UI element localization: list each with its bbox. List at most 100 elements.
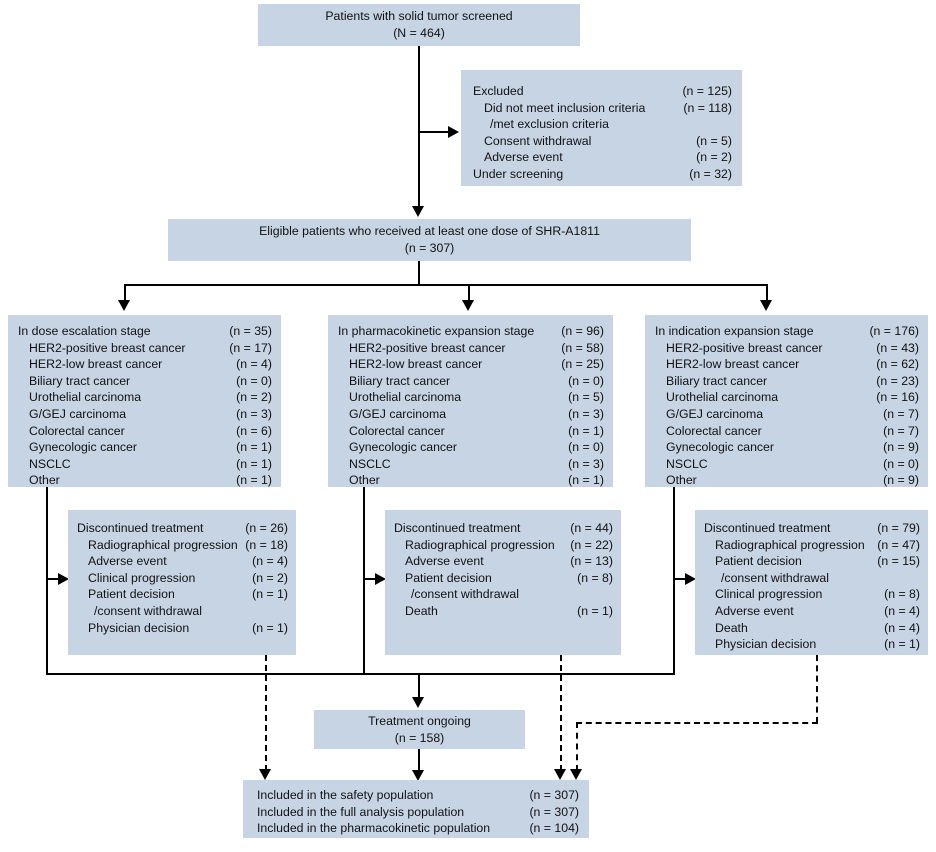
stage-1-row-count: (n = 1) bbox=[568, 423, 604, 438]
disc-2-row-count: (n = 79) bbox=[877, 521, 920, 535]
disc-1-row: Death(n = 1) bbox=[394, 603, 613, 620]
disc-0-row-count: (n = 26) bbox=[245, 521, 288, 535]
box-discontinued-indication-expansion: Discontinued treatment(n = 79)Radiograph… bbox=[695, 510, 928, 655]
disc-2-row-count: (n = 4) bbox=[884, 620, 920, 635]
disc-0-row-label: Adverse event bbox=[88, 554, 167, 569]
disc-0-row-count: (n = 4) bbox=[252, 554, 288, 569]
stage-2-row-count: (n = 9) bbox=[883, 440, 919, 455]
stage-1-row: Colorectal cancer (n = 1) bbox=[338, 423, 604, 440]
dashed-disc-2-to-populations bbox=[560, 655, 562, 771]
disc-1-row: Discontinued treatment(n = 44) bbox=[394, 520, 613, 537]
disc-0-row-label: Physician decision bbox=[88, 620, 190, 635]
connector-stage-3-to-discontinued bbox=[673, 578, 689, 580]
disc-2-row-label: Death bbox=[715, 620, 748, 635]
excluded-row-label: Did not meet inclusion criteria bbox=[484, 100, 646, 115]
disc-0-row-label: Clinical progression bbox=[88, 570, 196, 585]
arrowhead-discontinued-3 bbox=[685, 573, 696, 585]
stage-1-row-count: (n = 0) bbox=[568, 440, 604, 455]
stage-0-row-label: Urothelial carcinoma bbox=[29, 390, 142, 405]
disc-2-row: Death (n = 4) bbox=[704, 620, 920, 637]
stage-2-row: HER2-low breast cancer(n = 62) bbox=[655, 356, 919, 373]
excluded-row-label: Excluded bbox=[473, 84, 524, 98]
disc-2-row: Physician decision(n = 1) bbox=[704, 636, 920, 653]
disc-0-row: Adverse event (n = 4) bbox=[77, 553, 288, 570]
stage-1-row: Urothelial carcinoma(n = 5) bbox=[338, 389, 604, 406]
stage-0-row-count: (n = 1) bbox=[236, 440, 272, 455]
stage-0-row-label: Gynecologic cancer bbox=[29, 440, 137, 455]
stage-0-row: Other(n = 1) bbox=[18, 472, 272, 489]
ongoing-title: Treatment ongoing bbox=[368, 713, 471, 728]
arrowhead-eligible bbox=[412, 206, 424, 217]
populations-row-label: Included in the safety population bbox=[257, 788, 434, 802]
excluded-row: /met exclusion criteria bbox=[473, 116, 732, 133]
stage-0-row: NSCLC(n = 1) bbox=[18, 456, 272, 473]
stage-0-row: HER2-low breast cancer(n = 4) bbox=[18, 356, 272, 373]
disc-1-row-count: (n = 1) bbox=[577, 603, 613, 618]
disc-2-row-count: (n = 47) bbox=[877, 537, 920, 552]
box-stage-indication-expansion: In indication expansion stage(n = 176)HE… bbox=[645, 315, 928, 487]
disc-1-row-count: (n = 22) bbox=[570, 537, 613, 552]
dashed-disc-1-to-populations bbox=[265, 655, 267, 771]
disc-1-rows: Discontinued treatment(n = 44)Radiograph… bbox=[394, 520, 613, 620]
stage-2-row: Other(n = 9) bbox=[655, 472, 919, 489]
disc-0-row-label: /consent withdrawal bbox=[94, 603, 202, 618]
spine-stage-1 bbox=[46, 487, 48, 675]
stage-0-row: HER2-positive breast cancer(n = 17) bbox=[18, 340, 272, 357]
connector-screened-to-eligible bbox=[418, 46, 420, 210]
stage-2-row-label: Colorectal cancer bbox=[666, 423, 762, 438]
arrowhead-stage-3 bbox=[760, 300, 772, 311]
stage-0-row: Colorectal cancer(n = 6) bbox=[18, 423, 272, 440]
stage-1-row: NSCLC(n = 3) bbox=[338, 456, 604, 473]
disc-0-row-label: Patient decision bbox=[88, 587, 175, 602]
arrowhead-stage-2 bbox=[462, 300, 474, 311]
arrowhead-populations-dashed-1 bbox=[259, 769, 271, 780]
stage-1-row-count: (n = 5) bbox=[568, 390, 604, 405]
stage-0-row-label: NSCLC bbox=[29, 456, 71, 471]
box-stage-pharmacokinetic-expansion: In pharmacokinetic expansion stage(n = 9… bbox=[328, 315, 613, 487]
disc-2-row-label: Clinical progression bbox=[715, 587, 823, 602]
excluded-row-count: (n = 5) bbox=[696, 133, 732, 148]
arrowhead-populations-dashed-2 bbox=[554, 769, 566, 780]
stage-0-row-label: G/GEJ carcinoma bbox=[29, 406, 127, 421]
box-populations: Included in the safety population (n = 30… bbox=[243, 780, 589, 838]
excluded-row-label: Adverse event bbox=[484, 150, 563, 165]
box-eligible: Eligible patients who received at least … bbox=[168, 219, 691, 261]
stage-2-row: Biliary tract cancer(n = 23) bbox=[655, 373, 919, 390]
stage-1-row: HER2-positive breast cancer(n = 58) bbox=[338, 340, 604, 357]
stage-2-row: Colorectal cancer(n = 7) bbox=[655, 423, 919, 440]
stage-2-row: Urothelial carcinoma(n = 16) bbox=[655, 389, 919, 406]
disc-1-row-label: Patient decision bbox=[405, 570, 492, 585]
disc-2-row-label: /consent withdrawal bbox=[721, 570, 829, 585]
populations-row-label: Included in the full analysis population bbox=[257, 804, 465, 819]
stage-1-row-label: Colorectal cancer bbox=[349, 423, 445, 438]
populations-row-label: Included in the pharmacokinetic populati… bbox=[257, 821, 491, 836]
arrowhead-discontinued-1 bbox=[58, 573, 69, 585]
stage-0-row-count: (n = 6) bbox=[236, 423, 272, 438]
disc-2-row-count: (n = 15) bbox=[877, 554, 920, 569]
disc-2-row-label: Adverse event bbox=[715, 603, 794, 618]
dashed-disc-3-to-populations bbox=[576, 722, 578, 771]
excluded-row: Consent withdrawal (n = 5) bbox=[473, 133, 732, 150]
connector-to-excluded bbox=[418, 131, 450, 133]
stage-0-row-label: HER2-low breast cancer bbox=[29, 357, 163, 372]
stage-1-row-count: (n = 1) bbox=[568, 473, 604, 488]
populations-row: Included in the pharmacokinetic populati… bbox=[257, 820, 579, 837]
populations-row-count: (n = 307) bbox=[529, 788, 579, 802]
disc-2-row: Discontinued treatment(n = 79) bbox=[704, 520, 920, 537]
disc-2-rows: Discontinued treatment(n = 79)Radiograph… bbox=[704, 520, 920, 653]
stage-0-row: Gynecologic cancer (n = 1) bbox=[18, 439, 272, 456]
stage-0-row-count: (n = 1) bbox=[236, 473, 272, 488]
disc-2-row: Patient decision (n = 15) bbox=[704, 553, 920, 570]
stage-1-rows: In pharmacokinetic expansion stage(n = 9… bbox=[338, 323, 604, 489]
stage-0-row: In dose escalation stage(n = 35) bbox=[18, 323, 272, 340]
excluded-row-label: Consent withdrawal bbox=[484, 133, 592, 148]
disc-2-row-label: Patient decision bbox=[715, 554, 802, 569]
populations-row-count: (n = 104) bbox=[529, 821, 579, 836]
disc-2-row: Clinical progression(n = 8) bbox=[704, 586, 920, 603]
disc-1-row-label: /consent withdrawal bbox=[411, 587, 519, 602]
excluded-rows: Excluded(n = 125)Did not meet inclusion … bbox=[473, 83, 732, 183]
disc-2-row-count: (n = 1) bbox=[884, 637, 920, 652]
disc-1-row-count: (n = 8) bbox=[577, 570, 613, 585]
connector-stage-1-to-discontinued bbox=[46, 578, 62, 580]
